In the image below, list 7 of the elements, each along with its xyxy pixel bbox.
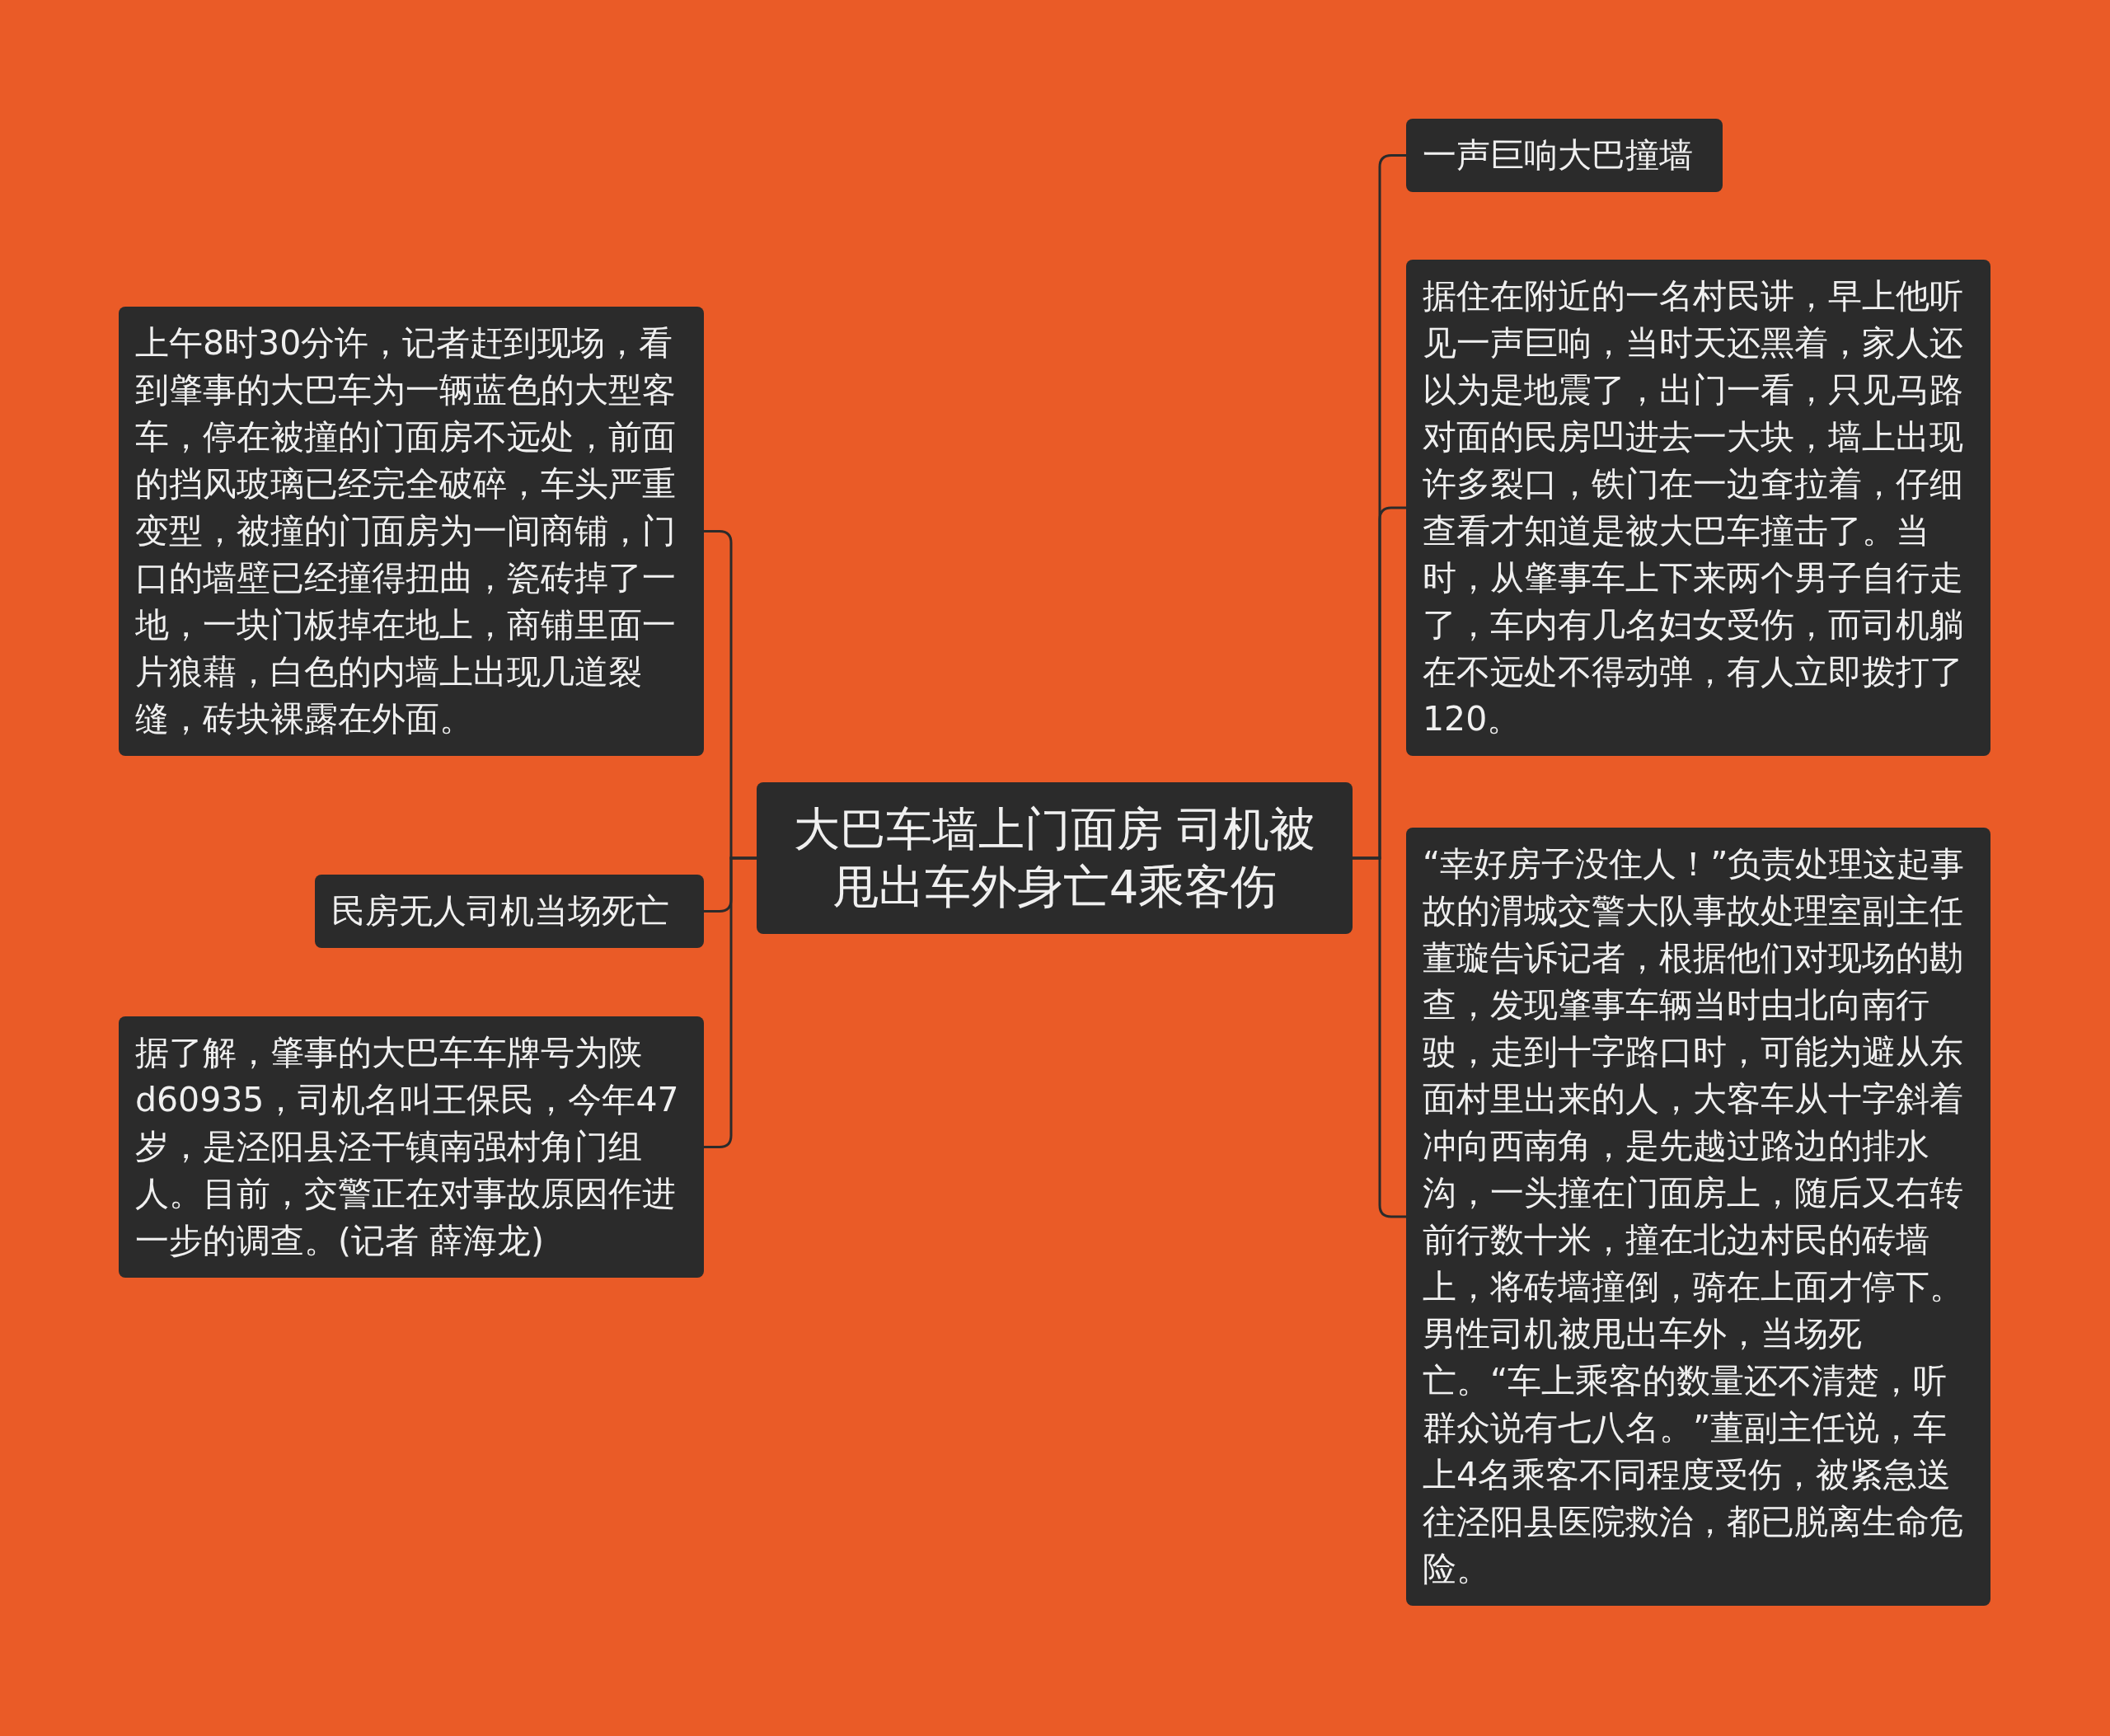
text-box: 据住在附近的一名村民讲，早上他听见一声巨响，当时天还黑着，家人还以为是地震了，出门一看，只见马路对面的民房凹进去一大块，墙上出现许多裂口，铁门在一边耷拉着，仔细查看才知道是被大巴车撞击了。当时，从肇事车上下来两个男子自行走了，车内有几名妇女受伤，而司机躺在不远处不得动弹，有人立即拨打了120。 [1406,260,1990,756]
text-box: 上午8时30分许，记者赶到现场，看到肇事的大巴车为一辆蓝色的大型客车，停在被撞的门面房不远处，前面的挡风玻璃已经完全破碎，车头严重变型，被撞的门面房为一间商铺，门口的墙壁已经撞得扭曲，瓷砖掉了一地，一块门板掉在地上，商铺里面一片狼藉，白色的内墙上出现几道裂缝，砖块裸露在外面。 [119,307,704,756]
text-box: 据了解，肇事的大巴车车牌号为陕d60935，司机名叫王保民，今年47岁，是泾阳县泾干镇南强村角门组人。目前，交警正在对事故原因作进一步的调查。(记者 薛海龙) [119,1016,704,1278]
text-box: 一声巨响大巴撞墙 [1406,119,1723,192]
text-box: “幸好房子没住人！”负责处理这起事故的渭城交警大队事故处理室副主任董璇告诉记者，根据他们对现场的勘查，发现肇事车辆当时由北向南行驶，走到十字路口时，可能为避从东面村里出来的人，大客车从十字斜着冲向西南角，是先越过路边的排水沟，一头撞在门面房上，随后又右转前行数十米，撞在北边村民的砖墙上，将砖墙撞倒，骑在上面才停下。男性司机被甩出车外，当场死亡。“车上乘客的数量还不清楚，听群众说有七八名。”董副主任说，车上4名乘客不同程度受伤，被紧急送往泾阳县医院救治，都已脱离生命危险。 [1406,828,1990,1606]
topic-box: 大巴车墙上门面房 司机被甩出车外身亡4乘客伤 [757,782,1353,934]
text-box: 民房无人司机当场死亡 [315,875,704,948]
